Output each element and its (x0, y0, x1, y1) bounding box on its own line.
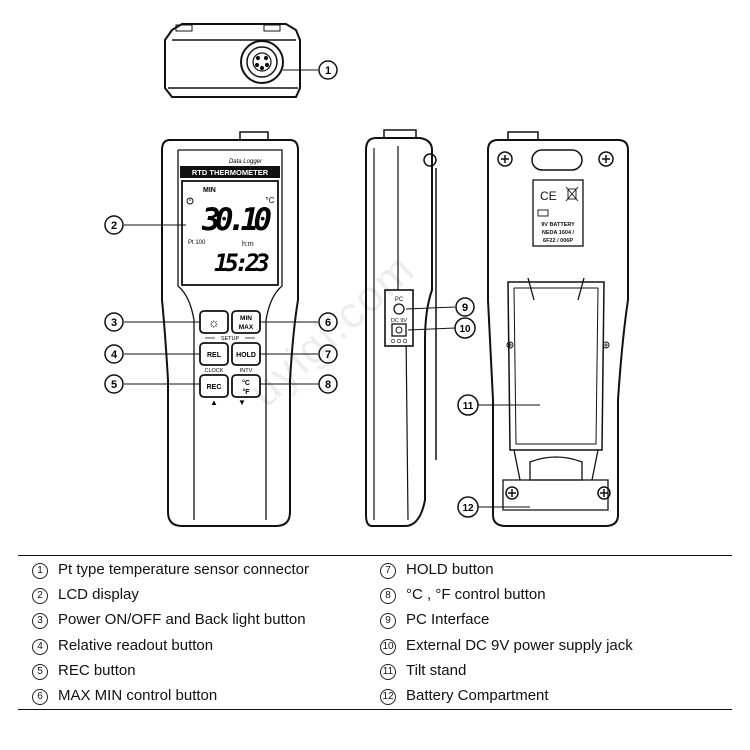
tilt-stand (506, 277, 610, 481)
unit-toggle-button[interactable]: °C °F (231, 374, 261, 398)
clock-icon (186, 197, 194, 205)
lcd-mode: MIN (203, 187, 216, 194)
callout-7: 7 (318, 344, 338, 364)
brand-label: Data Logger (229, 159, 263, 165)
svg-text:11: 11 (463, 401, 474, 412)
svg-text:4: 4 (111, 349, 118, 361)
svg-text:12: 12 (462, 503, 474, 514)
top-view (164, 23, 318, 98)
power-backlight-button[interactable]: ☼ (199, 310, 229, 334)
svg-text:10: 10 (459, 324, 471, 335)
sensor-connector (240, 40, 284, 84)
minmax-button[interactable]: MIN MAX (231, 310, 261, 334)
callouts: 1 2 3 4 5 6 7 8 9 10 11 12 (104, 60, 479, 518)
svg-text:6F22 / 006P: 6F22 / 006P (543, 238, 573, 244)
rec-button[interactable]: REC (199, 374, 229, 398)
pc-interface-port (393, 303, 405, 315)
ce-mark: CE (540, 189, 557, 203)
svg-text:°F: °F (242, 388, 250, 396)
callout-5: 5 (104, 374, 124, 394)
svg-text:1: 1 (325, 65, 331, 77)
svg-text:9V BATTERY: 9V BATTERY (541, 222, 575, 228)
battery-compartment (502, 456, 611, 511)
legend-item: 8°C , °F control button (380, 586, 546, 604)
svg-text:8: 8 (325, 379, 331, 391)
callout-11: 11 (457, 394, 479, 416)
callout-3: 3 (104, 312, 124, 332)
intv-label: INTV (240, 368, 253, 374)
up-arrow-icon: ▲ (210, 398, 218, 407)
callout-1: 1 (318, 60, 338, 80)
lcd-time: 15:23 (214, 249, 270, 277)
clock-label: CLOCK (205, 368, 224, 374)
side-view: PC DC 9V (365, 129, 456, 527)
legend-bottom-rule (18, 709, 732, 710)
back-view: CE 9V BATTERY NEDA 1604 / 6F22 / 006P (478, 131, 629, 527)
legend-top-rule (18, 555, 732, 556)
wheelie-bin-icon (565, 186, 579, 202)
pc-label: PC (395, 297, 404, 303)
callout-4: 4 (104, 344, 124, 364)
svg-text:7: 7 (325, 349, 331, 361)
dc-jack (391, 323, 407, 337)
callout-2: 2 (104, 215, 124, 235)
svg-text:6: 6 (325, 317, 331, 329)
rel-button[interactable]: REL (199, 342, 229, 366)
callout-8: 8 (318, 374, 338, 394)
setup-label: SETUP (221, 336, 240, 342)
lcd-sensor-type: Pt 100 (188, 240, 206, 246)
svg-text:°C: °C (242, 379, 250, 387)
callout-6: 6 (318, 312, 338, 332)
svg-text:REC: REC (207, 384, 222, 391)
sun-icon: ☼ (208, 315, 220, 330)
callout-9: 9 (455, 297, 475, 317)
svg-text:HOLD: HOLD (236, 352, 256, 359)
front-view: Data Logger RTD THERMOMETER MIN °C 30.10… (161, 131, 299, 527)
lcd-temperature: 30.10 (201, 202, 272, 238)
battery-icon (537, 209, 549, 217)
down-arrow-icon: ▼ (238, 398, 246, 407)
hold-button[interactable]: HOLD (231, 342, 261, 366)
callout-10: 10 (454, 317, 476, 339)
svg-text:9: 9 (462, 302, 468, 314)
svg-text:MIN: MIN (240, 315, 252, 322)
callout-12: 12 (457, 496, 479, 518)
svg-text:5: 5 (111, 379, 117, 391)
dc-label: DC 9V (391, 318, 408, 324)
lcd-unit: °C (266, 196, 275, 205)
svg-text:REL: REL (207, 352, 222, 359)
device-diagram: Data Logger RTD THERMOMETER MIN °C 30.10… (104, 23, 629, 527)
lcd-time-unit: h:m (242, 241, 254, 248)
lcd-display: MIN °C 30.10 Pt 100 h:m 15:23 (181, 180, 279, 286)
model-label: RTD THERMOMETER (192, 168, 269, 177)
svg-text:3: 3 (111, 317, 117, 329)
svg-text:MAX: MAX (239, 324, 254, 331)
svg-text:NEDA 1604 /: NEDA 1604 / (542, 230, 575, 236)
svg-text:2: 2 (111, 220, 117, 232)
